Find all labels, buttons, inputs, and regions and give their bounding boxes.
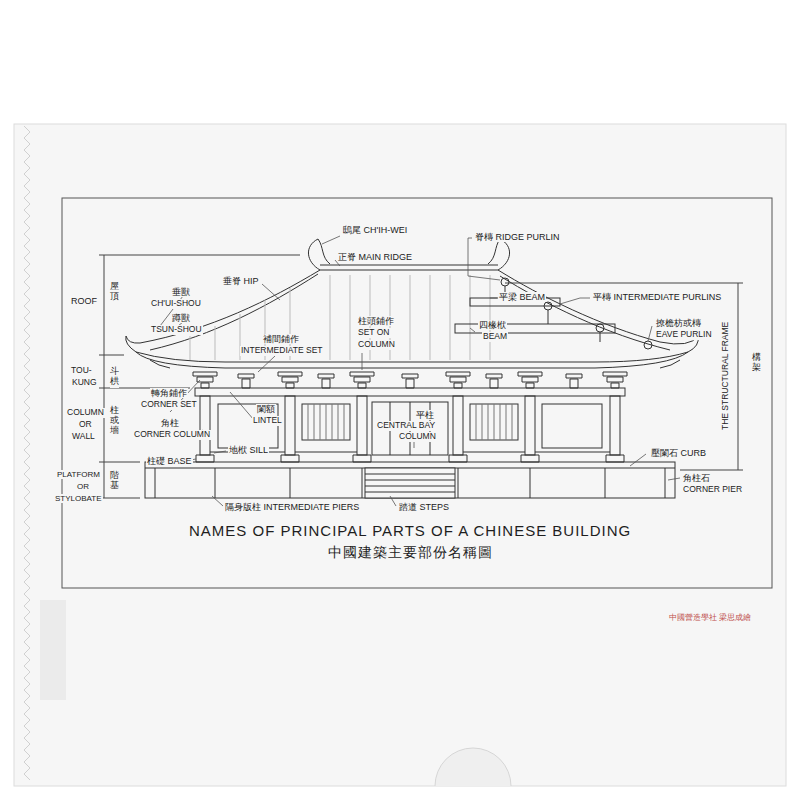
part-label: LINTEL (252, 416, 283, 426)
part-label: 地栿 SILL (228, 445, 269, 455)
part-label: 角柱石 (682, 473, 711, 483)
part-label: CH'UI-SHOU (150, 299, 202, 309)
leader-lines (160, 236, 680, 506)
part-label: 脊槫 RIDGE PURLIN (474, 232, 561, 242)
part-label: 平柱 (415, 410, 435, 420)
part-label: 平梁 BEAM (498, 292, 546, 302)
part-label: CORNER PIER (682, 485, 743, 495)
part-label: 闌額 (256, 404, 276, 414)
part-label: CENTRAL BAY (376, 421, 436, 431)
diagram-caption: 中國建築主要部份名稱圖 (327, 544, 494, 560)
part-label: 正脊 MAIN RIDGE (337, 252, 413, 262)
part-label: 壓闌石 CURB (650, 448, 707, 458)
part-label: OR (76, 482, 90, 491)
part-label: PLATFORM (56, 470, 101, 479)
folder-seam (24, 126, 30, 780)
part-label: 構架 (752, 352, 761, 374)
part-label: SET ON (357, 328, 391, 338)
part-label: 四椽栿 (478, 320, 507, 330)
part-label: 角柱 (160, 418, 180, 428)
part-label: 階基 (110, 470, 119, 492)
part-label: 中國營造學社 梁思成繪 (668, 613, 752, 622)
part-label: THE STRUCTURAL FRAME (721, 321, 731, 431)
part-label: 屋頂 (110, 281, 119, 303)
part-label: CORNER COLUMN (133, 430, 211, 440)
part-label: INTERMEDIATE SET (240, 346, 324, 356)
part-label: 柱頭鋪作 (357, 316, 395, 326)
part-label: EAVE PURLIN (655, 330, 713, 340)
part-label: 柱礎 BASE (146, 456, 193, 466)
part-label: BEAM (482, 332, 508, 342)
part-label: 平槫 INTERMEDIATE PURLINS (592, 292, 722, 302)
thumb-notch (435, 748, 511, 786)
part-label: COLUMN (357, 340, 396, 350)
part-label: OR (78, 420, 93, 430)
part-label: WALL (71, 432, 96, 442)
diagram-title: NAMES OF PRINCIPAL PARTS OF A CHINESE BU… (188, 522, 632, 539)
part-label: KUNG (71, 378, 98, 388)
part-label: 補間鋪作 (262, 334, 300, 344)
part-label: 斗栱 (110, 366, 119, 388)
building (126, 239, 699, 498)
part-label: TOU- (70, 366, 93, 376)
part-label: STYLOBATE (54, 494, 103, 503)
part-label: CORNER SET (140, 400, 198, 410)
barcode-sticker (40, 600, 66, 700)
part-label: 撩檐枋或槫 (655, 318, 702, 328)
part-label: ROOF (70, 296, 98, 306)
part-label: 隔身版柱 INTERMEDIATE PIERS (224, 502, 360, 512)
part-label: 轉角鋪作 (150, 388, 188, 398)
part-label: COLUMN (66, 408, 105, 418)
part-label: 蹲獸 (171, 313, 191, 323)
frame (62, 198, 772, 588)
folder-sheet (14, 124, 786, 786)
part-label: TSUN-SHOU (150, 325, 203, 335)
dimension-lines (99, 255, 743, 498)
part-label: 鴟尾 CH'IH-WEI (342, 225, 408, 235)
part-label: 踏道 STEPS (398, 502, 450, 512)
part-label: COLUMN (398, 432, 437, 442)
part-label: 垂獸 (171, 287, 191, 297)
part-label: 垂脊 HIP (222, 276, 260, 286)
part-label: 柱或墻 (110, 405, 119, 437)
